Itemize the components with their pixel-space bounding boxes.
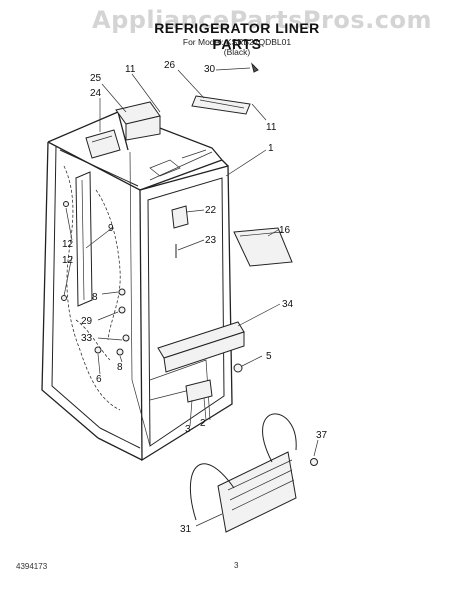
callout-9: 9 xyxy=(108,223,114,234)
callout-5: 5 xyxy=(266,351,272,362)
callout-23: 23 xyxy=(205,235,217,246)
callout-1: 1 xyxy=(268,143,274,154)
liner-body xyxy=(41,111,233,462)
callout-8-a: 8 xyxy=(92,292,98,303)
callout-12-a: 12 xyxy=(62,239,74,250)
part-31-pan xyxy=(189,413,297,533)
callout-2: 2 xyxy=(200,418,206,429)
callout-25: 25 xyxy=(90,73,102,84)
callout-31: 31 xyxy=(180,524,192,535)
callout-30: 30 xyxy=(204,64,216,75)
part-37-screw xyxy=(310,458,318,466)
callout-29: 29 xyxy=(81,316,93,327)
part-24-control xyxy=(85,129,121,159)
page-number: 3 xyxy=(234,561,239,570)
small-clips xyxy=(61,201,130,356)
callout-labels: 30 26 11 25 24 11 1 22 23 16 9 12 12 8 2… xyxy=(62,60,328,535)
part-22-bracket xyxy=(171,205,189,229)
model-line: For Model: KSRB27QDBL01 xyxy=(182,37,292,47)
callout-3: 3 xyxy=(185,424,191,435)
color-line: (Black) xyxy=(223,47,251,57)
callout-26: 26 xyxy=(164,60,176,71)
callout-37: 37 xyxy=(316,430,328,441)
callout-16: 16 xyxy=(279,225,291,236)
callout-11-top: 11 xyxy=(125,64,136,75)
part-3-2-floor xyxy=(185,379,213,403)
callout-12-b: 12 xyxy=(62,255,74,266)
part-30-screw xyxy=(251,62,259,73)
part-34-cover xyxy=(157,321,245,373)
callout-6: 6 xyxy=(96,374,102,385)
callout-34: 34 xyxy=(282,299,294,310)
diagram-title: REFRIGERATOR LINER PARTS xyxy=(154,20,320,52)
callout-8-b: 8 xyxy=(117,362,123,373)
leader-lines xyxy=(63,67,319,527)
part-5-cap xyxy=(233,363,243,373)
document-number: 4394173 xyxy=(16,562,48,571)
callout-11-right: 11 xyxy=(266,122,277,133)
watermark: AppliancePartsPros.com xyxy=(92,6,432,34)
callout-33: 33 xyxy=(81,333,93,344)
callout-22: 22 xyxy=(205,205,217,216)
part-25-housing xyxy=(115,101,161,141)
part-26-bracket xyxy=(191,95,251,115)
callout-24: 24 xyxy=(90,88,102,99)
part-16-cover xyxy=(233,227,293,267)
